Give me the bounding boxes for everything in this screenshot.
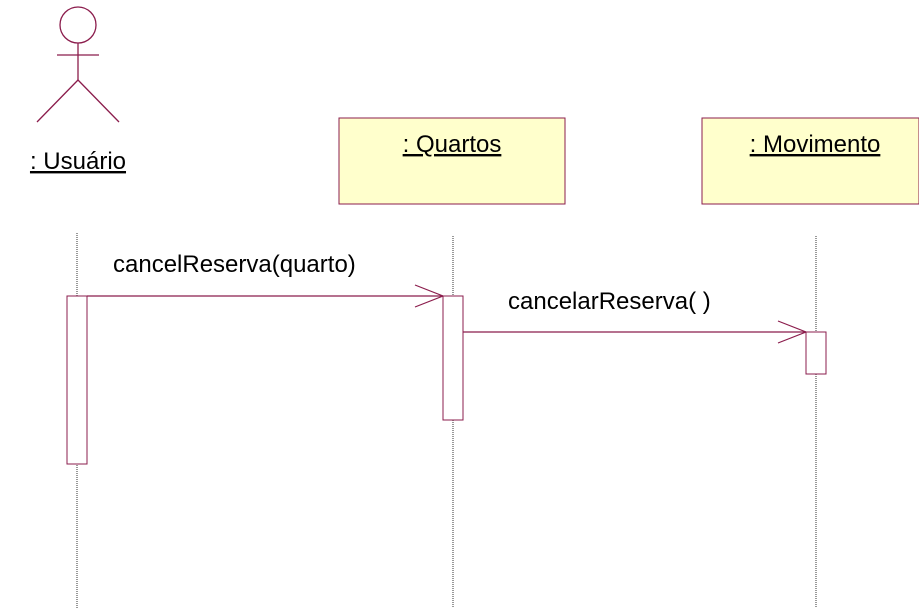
- actor-usuario-figure[interactable]: [36, 6, 120, 123]
- message-cancelar-reserva[interactable]: cancelarReserva( ): [463, 288, 808, 344]
- object-movimento-label: : Movimento: [750, 131, 881, 158]
- activation-usuario: [66, 295, 88, 465]
- object-quartos-box[interactable]: [338, 117, 566, 205]
- object-quartos-label: : Quartos: [403, 131, 502, 158]
- activation-quartos: [442, 295, 464, 421]
- actor-head: [59, 6, 97, 44]
- arrowhead-open-icon: [777, 320, 808, 344]
- message-label: cancelReserva(quarto): [113, 251, 356, 278]
- object-movimento-box[interactable]: [701, 117, 919, 205]
- arrowhead-open-icon: [414, 284, 445, 308]
- activation-movimento: [805, 331, 827, 375]
- message-label: cancelarReserva( ): [508, 288, 711, 315]
- actor-right-leg: [77, 79, 120, 123]
- actor-left-leg: [36, 79, 79, 123]
- actor-usuario-label: : Usuário: [30, 148, 126, 175]
- message-cancel-reserva[interactable]: cancelReserva(quarto): [87, 251, 445, 308]
